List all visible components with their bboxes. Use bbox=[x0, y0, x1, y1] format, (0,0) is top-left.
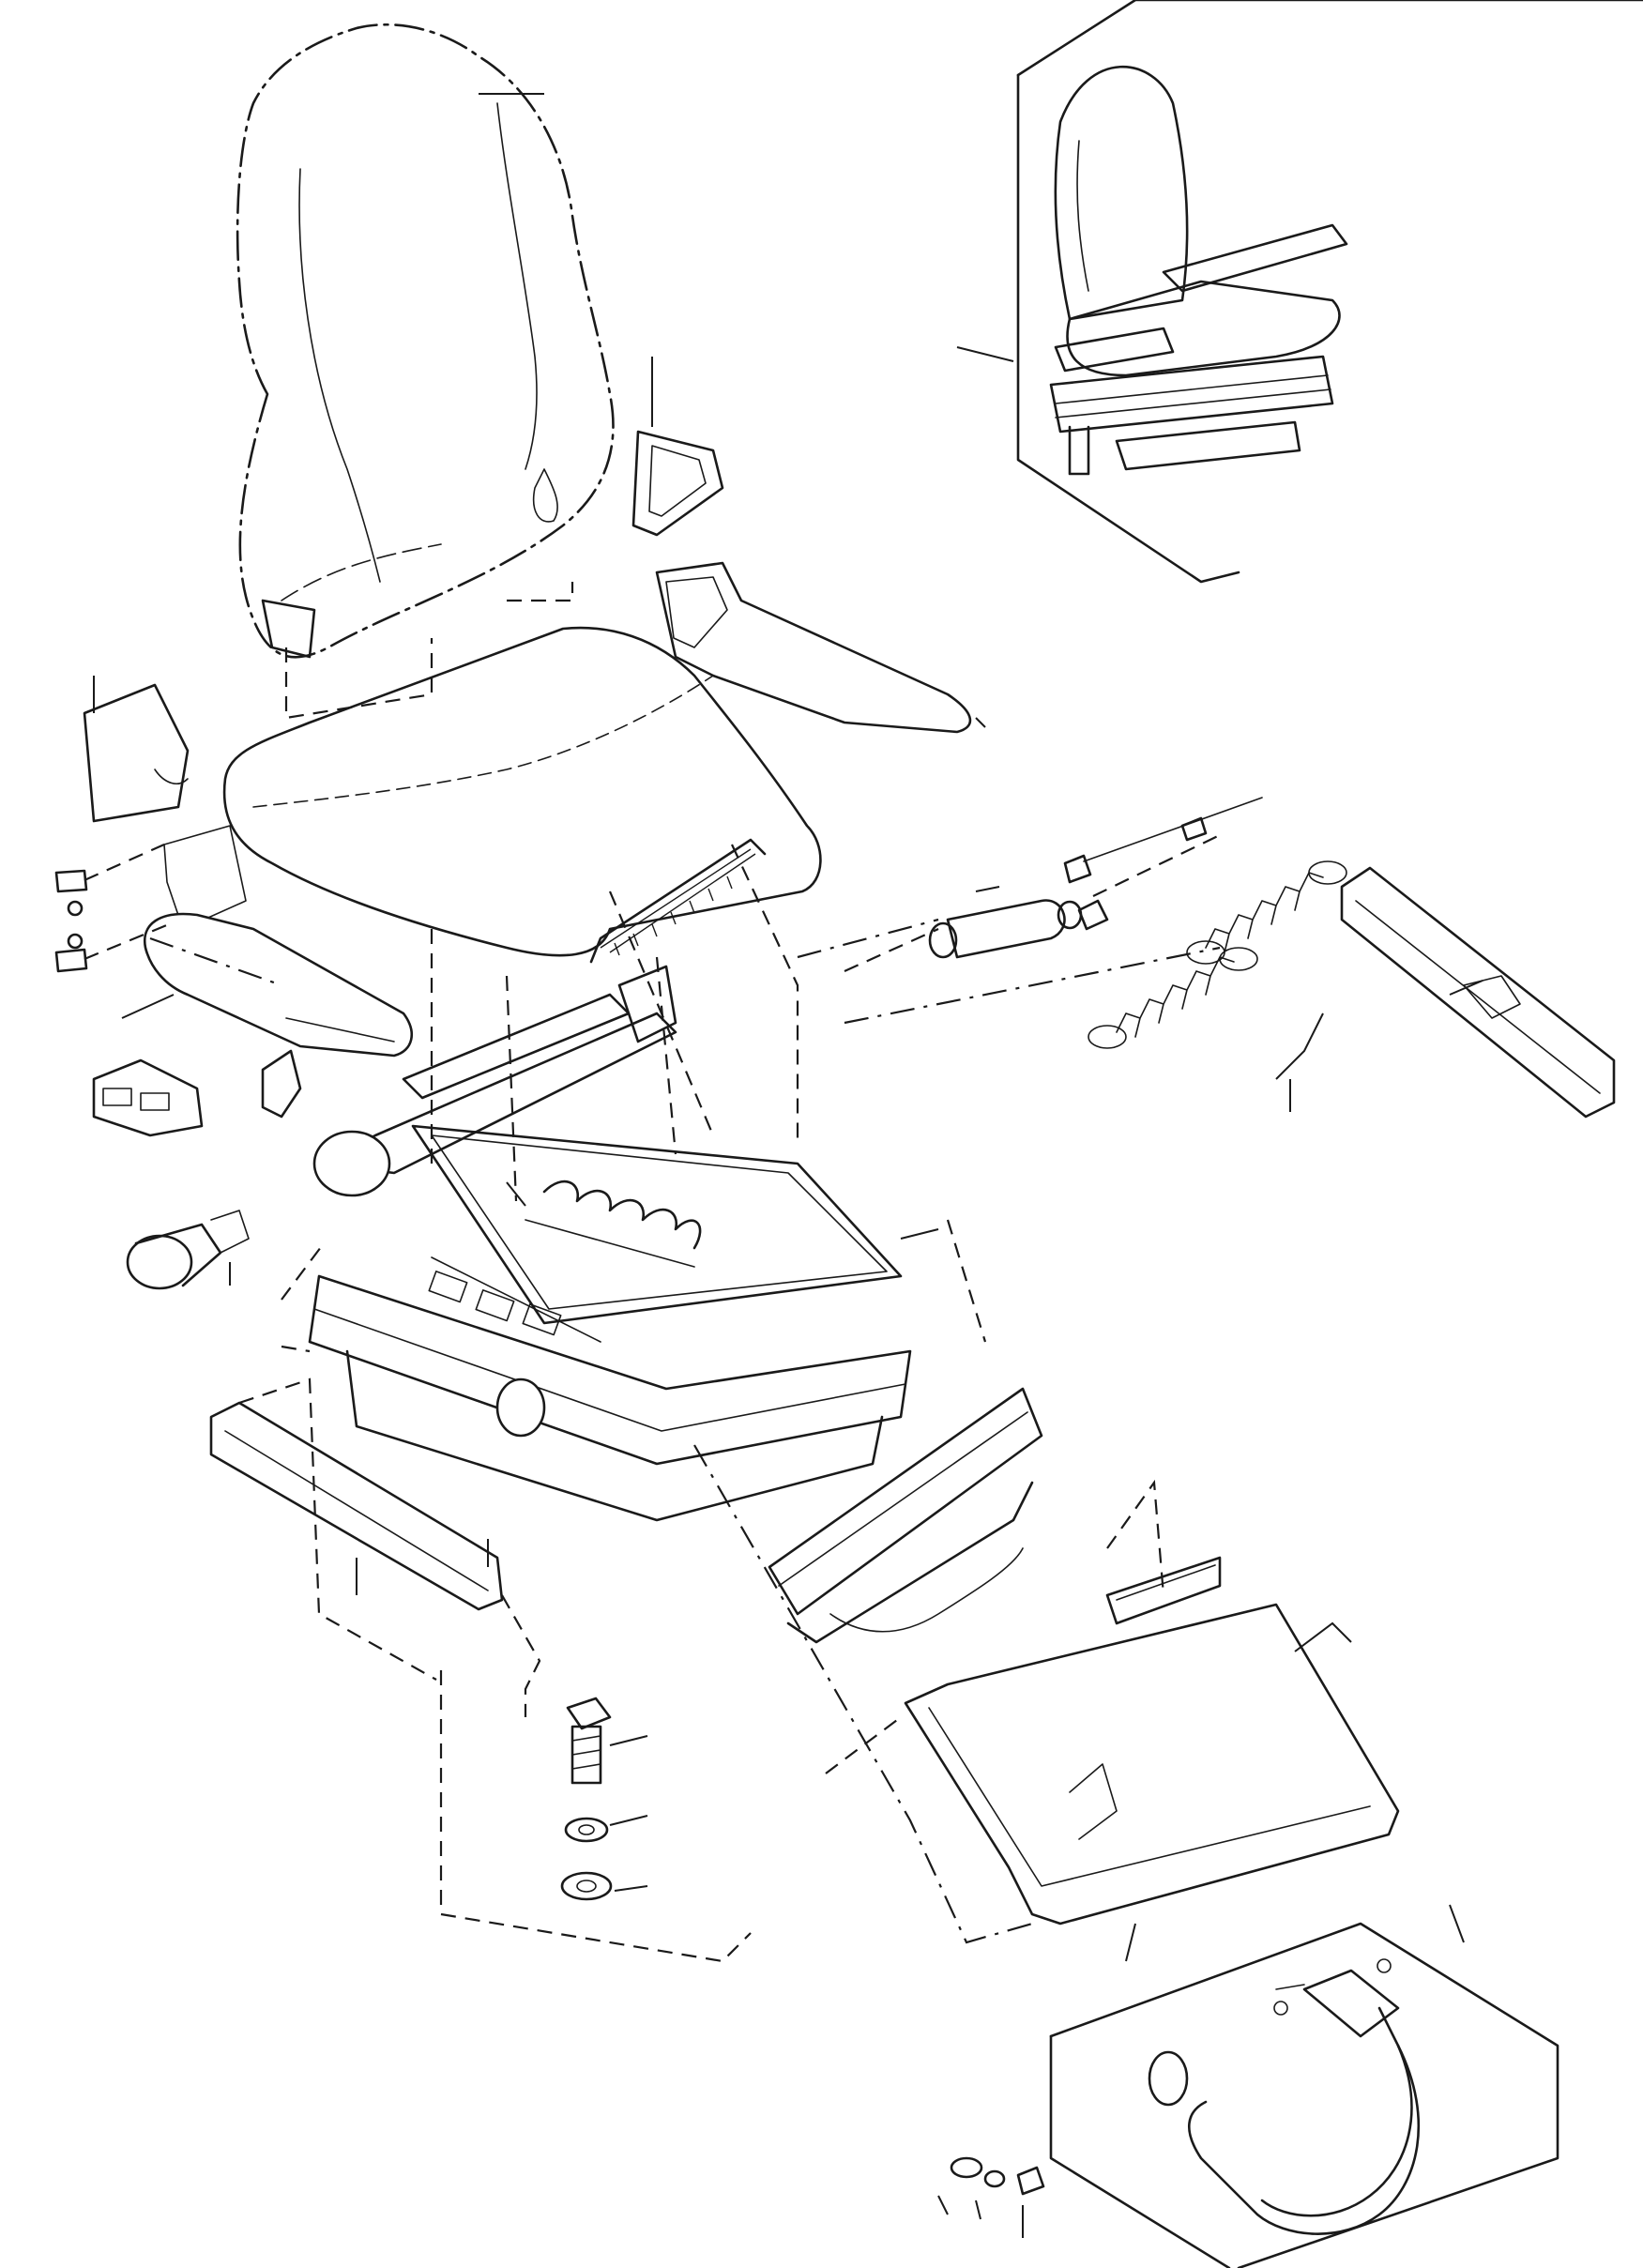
adjust-knob bbox=[126, 1210, 250, 1290]
tension-springs bbox=[1088, 860, 1347, 1112]
rail-bolt-leader bbox=[501, 1594, 541, 1717]
mounting-bolt bbox=[566, 1697, 648, 1785]
left-slide-rail bbox=[209, 1378, 504, 1681]
left-armrest bbox=[121, 912, 413, 1058]
belt-hardware bbox=[937, 2156, 1045, 2238]
backrest-side-bracket bbox=[631, 357, 724, 537]
gas-damper bbox=[844, 797, 1263, 973]
hardware-leader bbox=[439, 1670, 752, 1963]
seat-belt bbox=[1049, 1904, 1559, 2268]
flat-washer bbox=[560, 1871, 648, 1901]
right-slide-rail bbox=[1340, 866, 1616, 1119]
bellows-skirt bbox=[281, 1242, 1043, 1644]
assembly-guide-lines bbox=[149, 582, 1221, 1944]
left-side-cover bbox=[83, 676, 247, 930]
trim-piece bbox=[261, 1049, 302, 1119]
seat-cushion bbox=[222, 626, 822, 964]
spring-washer bbox=[564, 1815, 648, 1843]
assembled-seat-inset bbox=[956, 0, 1643, 584]
armrest-bolts bbox=[54, 843, 170, 973]
seat-backrest bbox=[236, 23, 615, 659]
slide-frame bbox=[825, 1479, 1400, 1962]
suspension-base bbox=[312, 965, 939, 1343]
right-armrest bbox=[655, 561, 986, 734]
control-cover bbox=[92, 1058, 204, 1137]
